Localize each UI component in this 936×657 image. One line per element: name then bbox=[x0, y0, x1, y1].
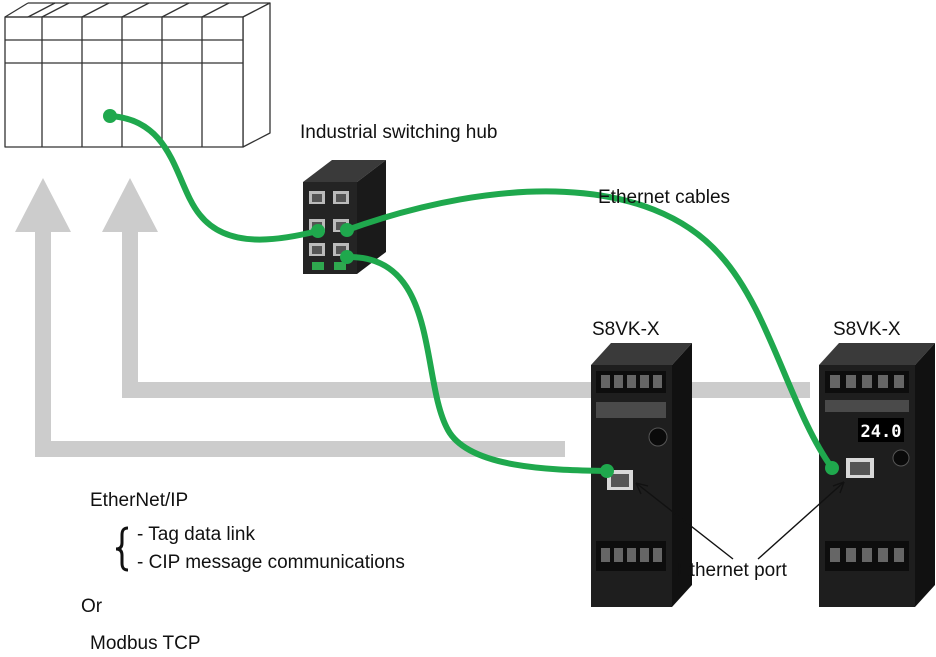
ethernet-cables bbox=[107, 113, 835, 474]
curly-brace bbox=[115, 526, 129, 572]
display-panel bbox=[858, 418, 904, 442]
ethernet-port-label: Ethernet port bbox=[677, 560, 787, 581]
display-readout: 24.0 bbox=[861, 422, 902, 442]
port-pointers bbox=[635, 481, 845, 560]
modbus-tcp-label: Modbus TCP bbox=[90, 633, 201, 654]
cable-plc-to-hub bbox=[107, 113, 321, 243]
or-label: Or bbox=[81, 596, 103, 617]
ethernet-ip-label: EtherNet/IP bbox=[90, 490, 189, 511]
hub-label: Industrial switching hub bbox=[300, 122, 498, 143]
controller-rack bbox=[4, 2, 271, 148]
cable-hub-to-device-1 bbox=[344, 253, 610, 474]
device-1-label: S8VK-X bbox=[592, 319, 660, 340]
device-2-label: S8VK-X bbox=[833, 319, 901, 340]
s8vk-x-device-2: 24.0 bbox=[819, 343, 935, 607]
tag-data-link-label: - Tag data link bbox=[137, 524, 255, 545]
cable-connectors bbox=[103, 109, 839, 478]
s8vk-x-device-1 bbox=[591, 343, 692, 607]
data-flow-arrow-right bbox=[102, 178, 810, 398]
cip-message-label: - CIP message communications bbox=[137, 552, 405, 573]
cable-hub-to-device-2 bbox=[344, 188, 835, 471]
data-flow-arrow-left bbox=[15, 178, 565, 457]
cables-label: Ethernet cables bbox=[598, 187, 731, 208]
